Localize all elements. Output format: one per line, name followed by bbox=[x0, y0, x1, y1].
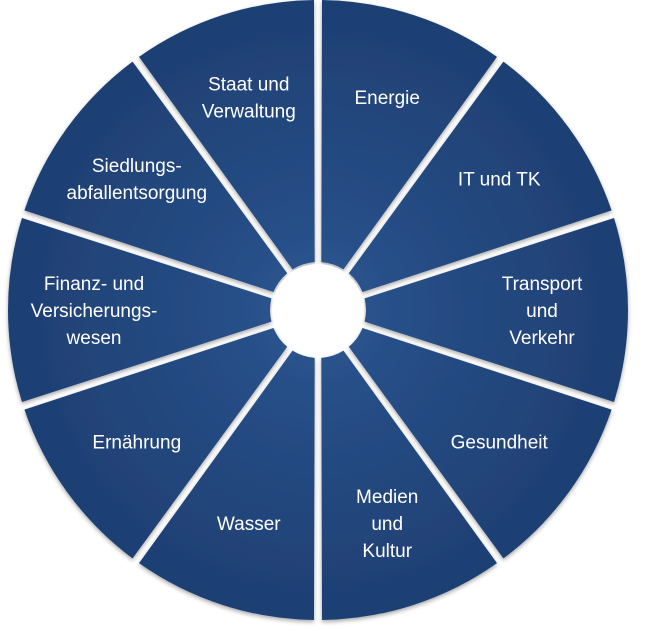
segments-layer bbox=[7, 0, 628, 620]
label-line: und bbox=[371, 514, 403, 535]
label-line: und bbox=[526, 301, 558, 322]
segment-siedlungsabfallentsorgung bbox=[24, 61, 288, 293]
label-it-und-tk: IT und TK bbox=[458, 169, 541, 190]
label-energie: Energie bbox=[354, 88, 420, 109]
segment-staat-und-verwaltung bbox=[139, 0, 315, 270]
center-hub bbox=[272, 264, 364, 356]
label-line: Finanz- und bbox=[44, 274, 144, 295]
segment-wasser bbox=[139, 350, 315, 620]
segment-transport-und-verkehr bbox=[364, 218, 628, 402]
label-gesundheit: Gesundheit bbox=[451, 433, 549, 454]
segment-ernaehrung bbox=[24, 327, 288, 559]
label-line: Siedlungs- bbox=[92, 156, 182, 177]
label-line: Staat und bbox=[208, 74, 289, 95]
label-line: Wasser bbox=[217, 514, 281, 535]
label-line: Verwaltung bbox=[202, 101, 296, 122]
label-line: Energie bbox=[354, 88, 420, 109]
label-line: wesen bbox=[66, 328, 122, 349]
segment-medien-und-kultur bbox=[321, 350, 497, 620]
label-ernaehrung: Ernährung bbox=[92, 433, 181, 454]
label-line: IT und TK bbox=[458, 169, 541, 190]
label-line: Gesundheit bbox=[451, 433, 549, 454]
label-line: Medien bbox=[356, 487, 418, 508]
label-line: Kultur bbox=[362, 541, 412, 562]
label-line: Versicherungs- bbox=[31, 301, 158, 322]
label-line: abfallentsorgung bbox=[67, 183, 208, 204]
segment-finanz-und-versicherungswesen bbox=[7, 218, 272, 402]
label-line: Verkehr bbox=[509, 328, 575, 349]
segment-energie bbox=[321, 0, 497, 270]
label-line: Ernährung bbox=[92, 433, 181, 454]
label-line: Transport bbox=[502, 274, 583, 295]
label-wasser: Wasser bbox=[217, 514, 281, 535]
segment-gesundheit bbox=[348, 327, 612, 559]
segment-it-und-tk bbox=[348, 61, 612, 293]
label-siedlungsabfallentsorgung: Siedlungs-abfallentsorgung bbox=[67, 156, 208, 204]
